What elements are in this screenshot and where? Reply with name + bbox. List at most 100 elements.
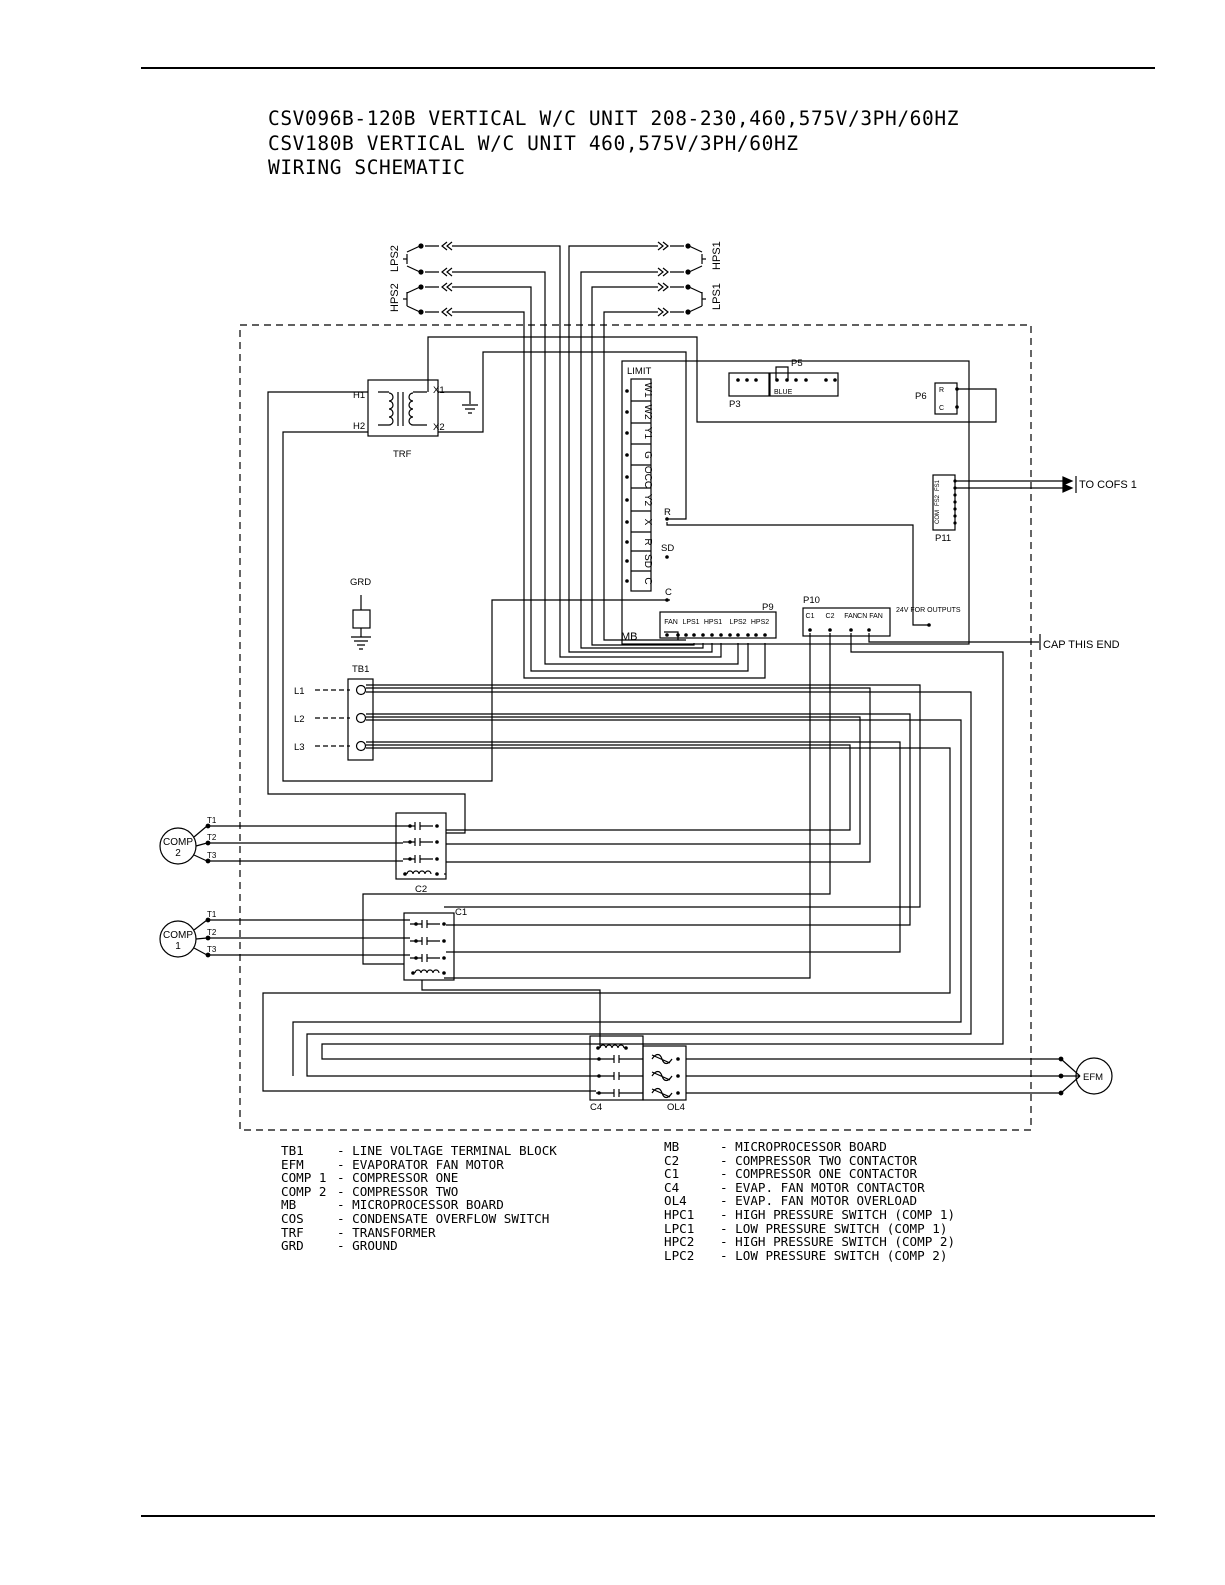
legend-row: C1- COMPRESSOR ONE CONTACTOR [664,1167,955,1181]
label-h1: H1 [353,390,365,401]
legend-desc: - MICROPROCESSOR BOARD [720,1139,887,1154]
label-x1: X1 [433,385,445,396]
p9-pin-fan: FAN [664,619,678,626]
c2-contactor-box [395,812,447,880]
wire-x2 [438,351,687,520]
legend-row: LPC1- LOW PRESSURE SWITCH (COMP 1) [664,1221,955,1236]
label-mb: MB [621,631,638,643]
c1-contacts [410,920,440,974]
label-trf: TRF [393,449,412,460]
wire-p10-fan [321,633,1004,1060]
wire-p10-c2 [362,633,831,965]
label-lps2: LPS2 [389,245,401,272]
wire-ol4-efm [686,1058,1081,1094]
legend-abbr: HPC1 [664,1206,695,1222]
tstat-g: G [642,451,653,459]
wire-to-cofs-1 [955,480,1070,489]
label-p5: P5 [791,358,803,369]
c2-contacts [403,822,433,875]
p10-pin-c1: C1 [806,613,815,620]
legend-desc: - HIGH PRESSURE SWITCH (COMP 1) [720,1206,956,1222]
legend-desc: - COMPRESSOR TWO CONTACTOR [720,1152,918,1168]
transformer-primary [388,392,394,426]
wire-hps2-b [452,311,766,679]
tstat-dividers [631,400,651,572]
legend-desc: - HIGH PRESSURE SWITCH (COMP 2) [720,1234,956,1250]
ol4-overload-box [642,1045,687,1101]
label-limit: LIMIT [627,366,651,377]
label-comp2-t1: T1 [207,816,217,825]
legend-desc: - COMPRESSOR TWO [337,1183,459,1199]
label-p6-r: R [939,387,944,394]
ground-symbol [462,404,478,414]
legend-desc: - COMPRESSOR ONE [337,1170,459,1186]
wire-hps2-a [452,286,749,672]
transformer-secondary [408,392,414,426]
tb1-terminals [355,684,367,752]
tstat-sd: SD [642,554,653,568]
unit-boundary [239,324,1032,1131]
legend-row: HPC1 - HIGH PRESSURE SWITCH (COMP 1) [664,1208,955,1222]
p10-connector [802,607,891,637]
legend-desc: - LOW PRESSURE SWITCH (COMP 2) [720,1247,948,1263]
wire-p6 [957,388,997,423]
label-ol4: OL4 [667,1102,685,1113]
label-l2: L2 [294,714,305,725]
p9-pin-lps1: LPS1 [682,619,699,626]
label-x2: X2 [433,422,445,433]
legend-row: MB- MICROPROCESSOR BOARD [281,1198,557,1212]
legend-abbr: MB [281,1197,297,1213]
lps1-switch [657,282,706,317]
label-grd: GRD [350,577,371,588]
label-efm: EFM [1083,1072,1103,1083]
ground-block [352,609,371,629]
wire-l2-c2 [366,716,861,845]
legend-abbr: EFM [281,1156,304,1172]
label-r: R [664,507,671,518]
legend-row: HPC2- HIGH PRESSURE SWITCH (COMP 2) [664,1235,955,1249]
legend-desc: - LINE VOLTAGE TERMINAL BLOCK [337,1143,557,1158]
wire-lps1-b [603,311,686,641]
p6-connector [934,382,958,415]
label-comp2-t3: T3 [207,851,217,860]
tstat-y2: Y2 [642,494,653,507]
wire-lps2-a [452,245,722,658]
label-sd: SD [661,543,674,554]
legend-desc: - EVAP. FAN MOTOR CONTACTOR [720,1179,925,1195]
label-c4: C4 [590,1102,602,1113]
p9-connector [659,611,777,639]
wire-l1-c4 [306,691,972,1077]
label-p11: P11 [935,533,951,544]
p9-pin-lps2: LPS2 [729,619,746,626]
label-comp2-num: 2 [175,848,181,859]
legend-row: COMP 1 - COMPRESSOR ONE [281,1171,557,1185]
wire-h1 [267,391,466,834]
tstat-w1: W1 [642,383,653,398]
legend-abbr: C2 [664,1152,680,1168]
legend-row: C4- EVAP. FAN MOTOR CONTACTOR [664,1181,955,1195]
label-hps2: HPS2 [389,283,401,312]
p10-pin-cn-fan: CN FAN [857,613,883,620]
legend-desc: - EVAPORATOR FAN MOTOR [337,1156,504,1172]
wire-hps1-a [568,245,713,653]
transformer-box [367,379,439,437]
legend-abbr: COS [281,1210,304,1226]
wire-cap-this-end [868,633,1039,643]
label-lps1: LPS1 [711,283,723,310]
tstat-occ: OCC [642,466,653,488]
p11-com: COM [935,510,941,524]
label-hps1: HPS1 [711,241,723,270]
legend-abbr: C1 [664,1166,680,1182]
legend-abbr: GRD [281,1238,304,1254]
legend-desc: - GROUND [337,1238,398,1254]
label-comp1-t3: T3 [207,945,217,954]
p11-fs2: FS2 [935,494,941,506]
hps1-switch [657,241,706,277]
legend-abbr: COMP 1 [281,1170,327,1186]
label-blue: BLUE [774,389,793,396]
top-rule [141,67,1155,69]
wire-hps1-b [580,271,704,649]
label-l1: L1 [294,686,305,697]
lps2-switch [403,241,453,277]
